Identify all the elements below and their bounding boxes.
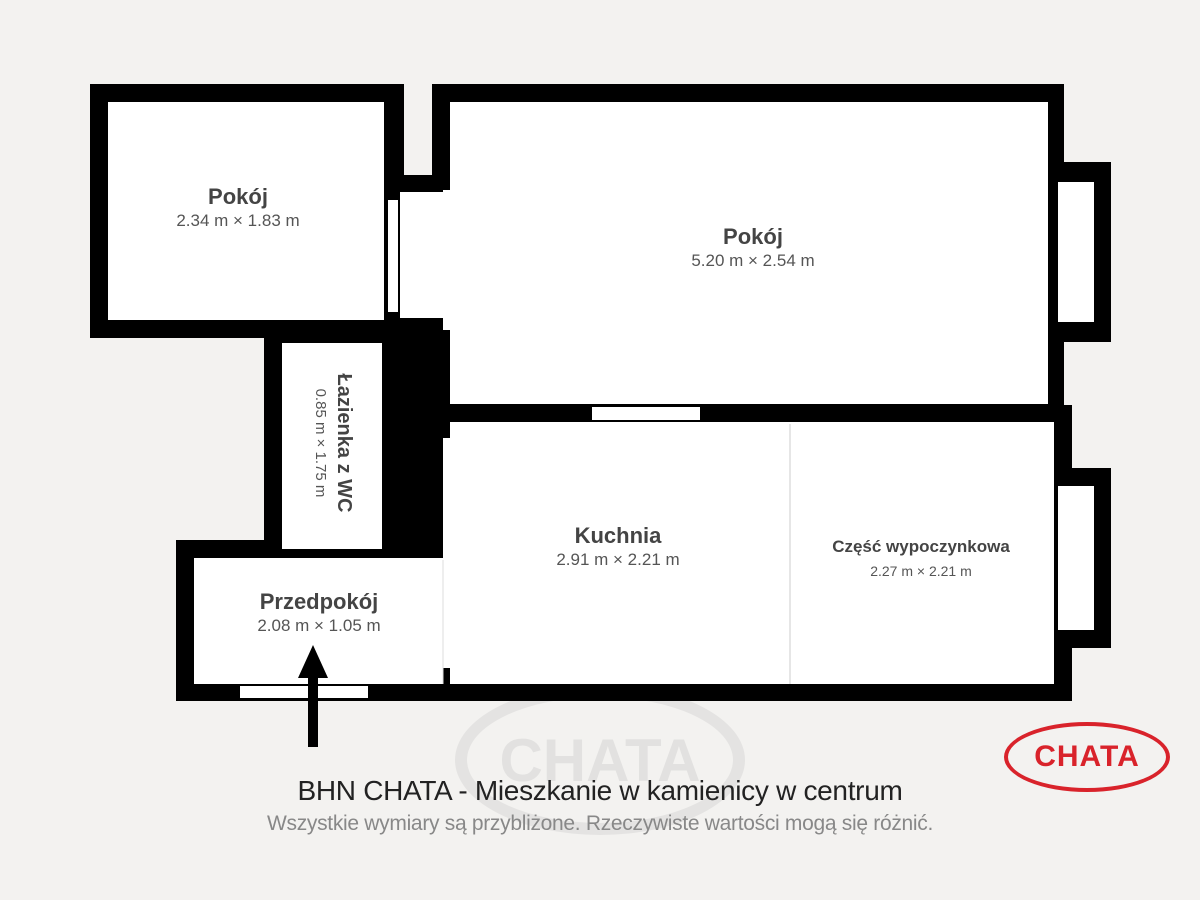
listing-title: BHN CHATA - Mieszkanie w kamienicy w cen…: [297, 775, 903, 806]
room-kuchnia: Kuchnia 2.91 m × 2.21 m: [556, 523, 680, 569]
arrow-up-icon: [298, 645, 328, 747]
room-pokoj-small: Pokój 2.34 m × 1.83 m: [176, 184, 300, 230]
room-lazienka: Łazienka z WC 0.85 m × 1.75 m: [312, 373, 355, 513]
room-czesc-wypoczynkowa: Część wypoczynkowa 2.27 m × 2.21 m: [832, 537, 1010, 579]
disclaimer: Wszystkie wymiary są przybliżone. Rzeczy…: [266, 812, 934, 835]
room-pokoj-large: Pokój 5.20 m × 2.54 m: [691, 224, 815, 270]
chata-logo: CHATA: [1004, 722, 1170, 792]
room-przedpokoj: Przedpokój 2.08 m × 1.05 m: [257, 589, 381, 635]
